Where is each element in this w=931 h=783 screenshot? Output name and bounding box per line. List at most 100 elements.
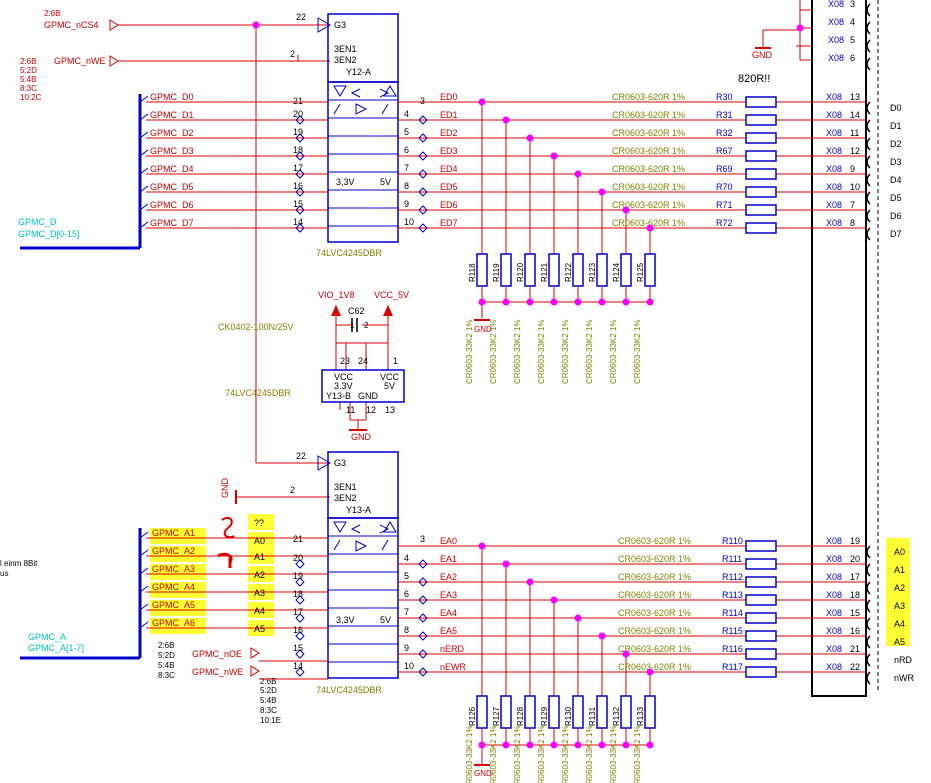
top-conn-pin: 11 xyxy=(850,128,859,138)
junction-dot xyxy=(478,542,486,550)
top-left-pin: 19 xyxy=(293,127,303,137)
bot-series-resistor xyxy=(745,540,777,552)
top-ed-net: ED2 xyxy=(440,128,458,138)
bot-pull-ref: R126 xyxy=(468,706,477,726)
bot-pull-ref: R128 xyxy=(516,706,525,726)
bot-annotation: ?? xyxy=(254,518,264,528)
pin-diamond xyxy=(295,205,305,215)
bot-series-value: CR0603-620R 1% xyxy=(618,554,691,564)
bot-bus-entry xyxy=(139,585,149,593)
pin-diamond xyxy=(295,577,305,587)
vio-1v8-label: VIO_1V8 xyxy=(318,290,355,300)
junction-dot xyxy=(550,596,558,604)
bot-series-ref: R114 xyxy=(722,608,743,618)
bot-series-resistor xyxy=(745,612,777,624)
top-gate-en2: 3EN2 xyxy=(334,55,357,65)
top-right-pin: 10 xyxy=(404,217,414,227)
top-conn-label: X08 xyxy=(826,200,842,210)
junction-dot xyxy=(646,298,654,306)
bot-series-value: CR0603-620R 1% xyxy=(618,662,691,672)
junction-dot xyxy=(526,578,534,586)
bot-pin-in: 21 xyxy=(293,534,303,544)
top-pull-resistor xyxy=(548,253,560,287)
conn-top-label: X08 xyxy=(828,17,844,27)
junction-dot xyxy=(550,741,558,749)
bot-series-ref: R116 xyxy=(722,644,743,654)
junction-dot xyxy=(574,298,582,306)
top-series-resistor xyxy=(745,204,777,216)
junction-dot xyxy=(478,98,486,106)
bot-pin-out: 3 xyxy=(420,534,425,544)
junction-dot xyxy=(574,614,582,622)
bot-right-pin: 7 xyxy=(404,607,409,617)
top-pull-value: CR0603-33K2 1% xyxy=(633,320,642,384)
bot-signal: A0 xyxy=(894,547,905,557)
bot-conn-pin: 21 xyxy=(850,644,860,654)
top-left-pin: 15 xyxy=(293,199,303,209)
top-right-pin: 4 xyxy=(404,109,409,119)
bot-pull-value: CR0603-33K2 1% xyxy=(513,726,522,783)
top-pull-value: CR0603-33K2 1% xyxy=(489,320,498,384)
oe-ref-4: 10:1E xyxy=(260,716,281,725)
junction-dot xyxy=(574,170,582,178)
pin-diamond xyxy=(295,133,305,143)
top-series-resistor xyxy=(745,150,777,162)
top-bus-entry xyxy=(139,131,149,139)
pin-diamond xyxy=(418,169,428,179)
we-ref-2: 5:4B xyxy=(20,75,36,84)
top-gpmc-net: GPMC_D2 xyxy=(150,128,194,138)
junction-dot xyxy=(502,741,510,749)
bot-pull-value: CR0603-33K2 1% xyxy=(489,726,498,783)
bot-ref-3: 8:3C xyxy=(158,671,175,680)
bot-series-ref: R110 xyxy=(722,536,743,546)
top-series-resistor xyxy=(745,96,777,108)
bot-series-resistor xyxy=(745,648,777,660)
connector-pin-arc xyxy=(866,671,871,685)
oe-ref-2: 5:4B xyxy=(260,696,276,705)
top-pull-resistor xyxy=(476,253,488,287)
connector-pin-arc xyxy=(866,39,871,53)
bot-conn-pin: 20 xyxy=(850,554,860,564)
conn-top-label: X08 xyxy=(828,0,844,9)
bot-gate-en1: 3EN1 xyxy=(334,482,357,492)
bot-bus-entry xyxy=(139,567,149,575)
top-pull-value: CR0603-33K2 1% xyxy=(609,320,618,384)
bot-pull-ref: R130 xyxy=(564,706,573,726)
top-series-ref: R30 xyxy=(716,92,733,102)
pin-diamond xyxy=(418,205,428,215)
bot-gpmc-net: GPMC_A2 xyxy=(152,546,195,556)
bot-gpmc-net: GPMC_A6 xyxy=(152,618,195,628)
bot-right-pin: 5 xyxy=(404,571,409,581)
junction-dot xyxy=(478,298,486,306)
top-series-ref: R31 xyxy=(716,110,733,120)
connector-pin-arc xyxy=(866,617,871,631)
bot-series-resistor xyxy=(745,594,777,606)
connector-pin-arc xyxy=(866,21,871,35)
top-bus-entry xyxy=(139,221,149,229)
pin-diamond xyxy=(418,223,428,233)
top-series-value: CR0603-620R 1% xyxy=(612,146,685,156)
bottom-bus: GPMC_A GPMC_A[1-7] l einm 8Bit us 2:6B 5… xyxy=(0,516,281,725)
top-ed-net: ED3 xyxy=(440,146,458,156)
bot-pull-value: CR0603-33K2 1% xyxy=(537,726,546,783)
connector-pin-arc xyxy=(866,545,871,559)
top-conn-pin: 10 xyxy=(850,182,860,192)
bot-gate-v33: 3,3V xyxy=(336,615,355,625)
top-series-value: CR0603-620R 1% xyxy=(612,200,685,210)
bot-signal: A2 xyxy=(894,583,905,593)
bot-pull-value: CR0603-33K2 1% xyxy=(561,726,570,783)
bot-gate-en2: 3EN2 xyxy=(334,493,357,503)
connector-pin-arc xyxy=(866,155,871,169)
junction-dot xyxy=(574,741,582,749)
top-pull-resistor xyxy=(524,253,536,287)
top-series-value: CR0603-620R 1% xyxy=(612,128,685,138)
top-left-pin: 16 xyxy=(293,181,303,191)
we-net: GPMC_nWE xyxy=(54,56,106,66)
bot-bus-entry xyxy=(139,621,149,629)
conn-top-pin: 5 xyxy=(850,35,855,45)
bot-annotation: A2 xyxy=(254,570,265,580)
top-pin-in: 21 xyxy=(293,96,303,106)
vcc-5v-label: VCC_5V xyxy=(374,290,409,300)
